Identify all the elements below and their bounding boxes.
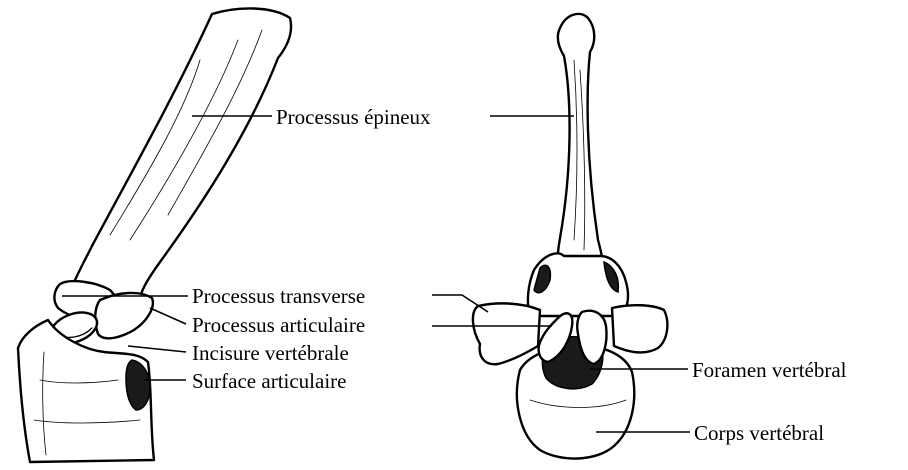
lateral-spinous-process (70, 8, 291, 298)
leader-processus-articulaire-left (150, 308, 186, 324)
posterior-view-vertebra (473, 14, 667, 459)
posterior-transverse-process-left (473, 303, 540, 364)
label-surface-articulaire: Surface articulaire (192, 369, 347, 393)
label-processus-articulaire: Processus articulaire (192, 313, 365, 337)
label-corps-vertebral: Corps vertébral (694, 421, 824, 445)
leader-incisure-vertebrale (128, 346, 186, 352)
posterior-transverse-process-right (612, 305, 667, 352)
lateral-view-vertebra (18, 8, 291, 462)
lateral-articular-process (95, 293, 153, 338)
label-processus-transverse: Processus transverse (192, 284, 365, 308)
label-foramen-vertebral: Foramen vertébral (692, 358, 847, 382)
label-incisure-vertebrale: Incisure vertébrale (192, 341, 349, 365)
label-processus-epineux: Processus épineux (276, 105, 431, 129)
